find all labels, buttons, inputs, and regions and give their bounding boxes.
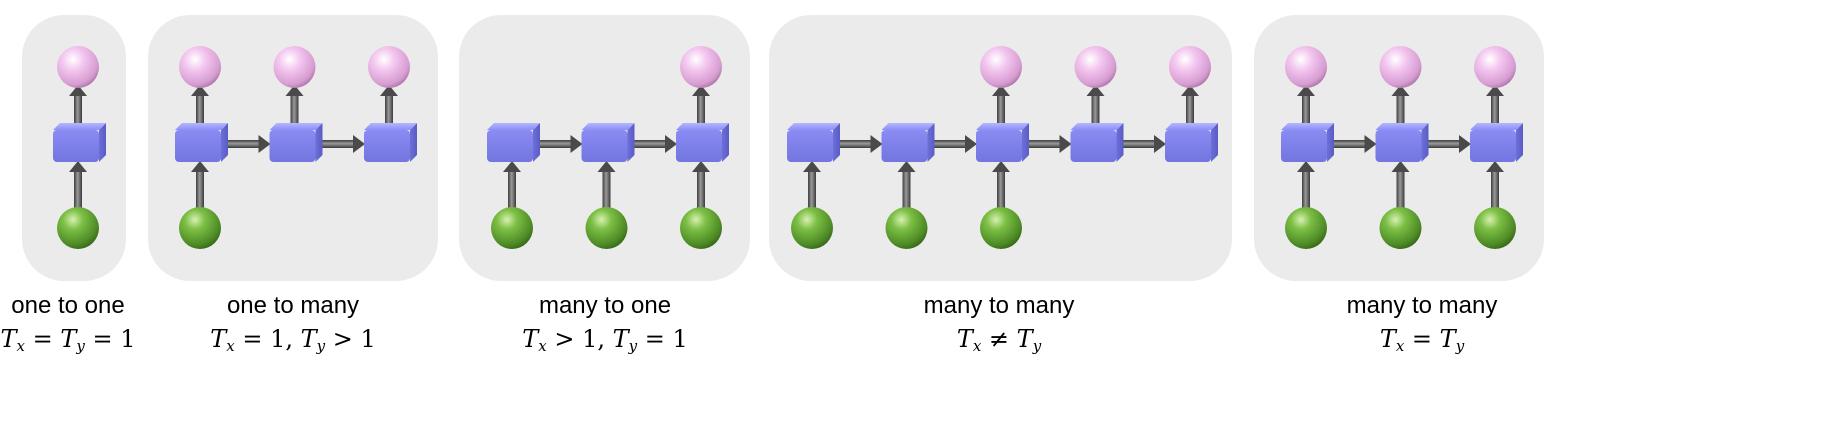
input-node [791,207,833,249]
output-arrow [69,85,87,125]
output-node [273,46,316,88]
output-node [980,46,1022,88]
rnn-cell [676,123,729,162]
input-node [491,207,533,249]
recurrent-arrow [929,135,977,153]
input-arrow [1391,161,1410,208]
input-arrow [897,161,916,208]
rnn-cell [881,123,935,162]
input-arrow [1486,161,1504,208]
output-node [680,46,722,88]
recurrent-arrow [1329,135,1377,153]
output-arrow [1086,85,1105,125]
output-arrow [1297,85,1315,125]
recurrent-arrow [1118,135,1166,153]
caption-title: many to many [923,292,1075,319]
output-arrow [1486,85,1504,125]
architecture-panel [769,15,1232,281]
input-arrow [1297,161,1315,208]
panel-caption: one to one Tx = Ty = 1 [0,291,218,355]
input-node [179,207,221,249]
caption-title: many to many [1346,292,1498,319]
output-node [1074,46,1117,88]
rnn-cell [364,123,417,162]
input-arrow [69,161,87,208]
input-node [1285,207,1327,249]
recurrent-arrow [1423,135,1471,153]
rnn-cell [1375,123,1429,162]
caption-title: one to one [11,292,125,319]
rnn-cell [269,123,323,162]
recurrent-arrow [1024,135,1072,153]
caption-title: many to one [538,292,672,319]
output-node [1474,46,1516,88]
output-arrow [992,85,1010,125]
output-arrow [692,85,710,125]
output-node [1379,46,1422,88]
rnn-cell [53,123,106,162]
input-node [585,207,628,249]
output-node [1285,46,1327,88]
recurrent-arrow [535,135,583,153]
recurrent-arrow [629,135,677,153]
output-arrow [1181,85,1199,125]
input-node [1379,207,1422,249]
input-arrow [692,161,710,208]
caption-formula: Tx ≠ Ty [956,325,1042,355]
output-node [1169,46,1211,88]
rnn-cell [1165,123,1218,162]
caption-title: one to many [226,292,360,319]
caption-formula: Tx = 1, Ty > 1 [210,325,376,355]
input-arrow [503,161,521,208]
rnn-cell [175,123,228,162]
input-arrow [992,161,1010,208]
input-arrow [803,161,821,208]
output-node [57,46,99,88]
caption-formula: Tx = Ty [1379,325,1465,355]
caption-formula: Tx = Ty = 1 [0,325,136,355]
rnn-cell [487,123,540,162]
input-node [57,207,99,249]
input-arrow [597,161,616,208]
rnn-cell [1070,123,1124,162]
output-arrow [191,85,209,125]
architecture-panel [459,15,750,281]
panel-caption: many to many Tx ≠ Ty [849,291,1149,355]
rnn-cell [581,123,635,162]
input-node [1474,207,1516,249]
recurrent-arrow [835,135,883,153]
panel-caption: one to many Tx = 1, Ty > 1 [143,291,443,355]
output-node [368,46,410,88]
input-node [885,207,928,249]
architecture-panel [1254,15,1544,281]
architecture-panel [22,15,126,281]
rnn-cell [1281,123,1334,162]
recurrent-arrow [317,135,365,153]
output-node [179,46,221,88]
architecture-panel [148,15,438,281]
output-arrow [1391,85,1410,125]
rnn-cell [976,123,1029,162]
rnn-cell [1470,123,1523,162]
input-node [680,207,722,249]
input-node [980,207,1022,249]
panel-caption: many to many Tx = Ty [1272,291,1572,355]
panel-caption: many to one Tx > 1, Ty = 1 [455,291,755,355]
caption-formula: Tx > 1, Ty = 1 [522,325,688,355]
rnn-cell [787,123,840,162]
input-arrow [191,161,209,208]
output-arrow [285,85,304,125]
recurrent-arrow [223,135,271,153]
output-arrow [380,85,398,125]
